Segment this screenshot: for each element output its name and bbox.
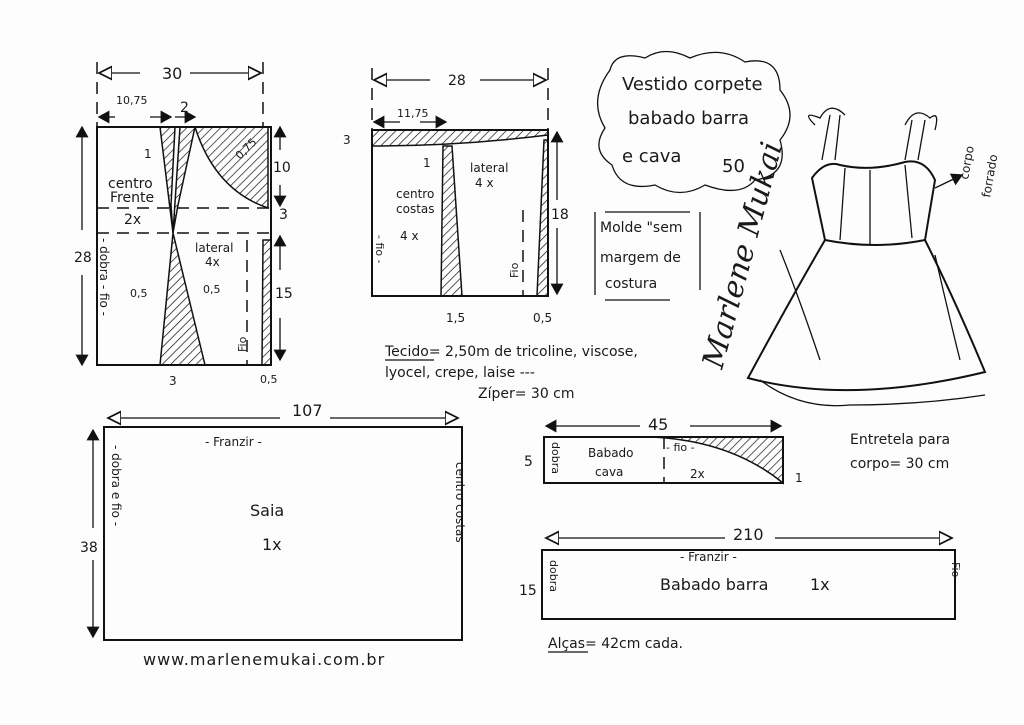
ruffle-cava-name-1: Babado (588, 446, 634, 460)
back-lateral-qty: 4 x (475, 176, 494, 190)
back-label-costas: costas (396, 202, 435, 216)
front-label-frente: Frente (110, 190, 154, 206)
front-label-centro: centro (108, 176, 153, 192)
skirt-name: Saia (250, 501, 284, 520)
straps-note: Alças= 42cm cada. (548, 636, 683, 652)
front-lower-label: 15 (275, 286, 293, 302)
skirt-fold-label: - dobra e fio - (109, 445, 123, 526)
title-cloud: Vestido corpete babado barra e cava 50 (596, 50, 791, 194)
materials-notes: Tecido= 2,50m de tricoline, viscose, lyo… (384, 344, 638, 402)
skirt-gather-label: - Franzir - (205, 435, 262, 449)
back-label-centro: centro (396, 187, 434, 201)
skirt-height-label: 38 (80, 540, 98, 556)
front-band-label: 3 (279, 207, 288, 223)
no-seam-allowance-note: Molde "sem margem de costura (594, 211, 701, 301)
front-height-label: 28 (74, 250, 92, 266)
hem-ruffle-name: Babado barra (660, 575, 768, 594)
website-url: www.marlenemukai.com.br (143, 650, 385, 669)
interfacing-line-1: Entretela para (850, 432, 950, 448)
back-mark-1: 1 (423, 156, 431, 170)
front-upper-label: 10 (273, 160, 291, 176)
ruffle-cava-fold: dobra (549, 442, 562, 474)
armhole-ruffle-piece: 45 dobra Babado cava - fio - 2x 1 5 (524, 415, 803, 485)
front-center-width-label: 10,75 (116, 94, 148, 107)
front-width-label: 30 (162, 64, 182, 83)
ruffle-cava-mark: 1 (795, 471, 803, 485)
hem-ruffle-grain: Fio (949, 562, 962, 578)
back-fold-label: - fio - (373, 235, 386, 264)
skirt-width-label: 107 (292, 401, 323, 420)
front-grain-label: Fio (236, 336, 249, 352)
front-dart-right-label: 0,5 (203, 283, 221, 296)
ruffle-cava-name-2: cava (595, 465, 623, 479)
back-lateral-label: lateral (470, 161, 508, 175)
back-side-label: 0,5 (533, 311, 552, 325)
front-lateral-qty: 4x (205, 255, 220, 269)
back-bodice-piece: 28 11,75 3 1 lateral 4 x centro costas 4… (343, 68, 569, 325)
back-qty-label: 4 x (400, 229, 419, 243)
note-line-3: costura (605, 276, 657, 292)
title-size: 50 (722, 156, 745, 177)
back-top-label: 3 (343, 133, 351, 147)
front-qty-label: 2x (124, 212, 141, 228)
front-bodice-piece: 30 10,75 2 28 centro Frente 2x - dobra -… (74, 62, 293, 388)
note-line-2: margem de (600, 250, 681, 266)
ruffle-cava-grain: - fio - (666, 441, 695, 454)
title-line-1: Vestido corpete (622, 74, 763, 95)
interfacing-line-2: corpo= 30 cm (850, 456, 949, 472)
front-mark-1: 1 (144, 147, 152, 161)
skirt-qty: 1x (262, 535, 282, 554)
back-grain-label: Fio (508, 262, 521, 278)
fabric-line-2: lyocel, crepe, laise --- (385, 365, 535, 381)
dress-label-2: forrado (979, 153, 1000, 198)
front-side-label: 0,5 (260, 373, 278, 386)
ruffle-cava-height: 5 (524, 454, 533, 470)
fabric-line-1: Tecido= 2,50m de tricoline, viscose, (384, 344, 638, 360)
front-lateral-label: lateral (195, 241, 233, 255)
back-center-width-label: 11,75 (397, 107, 429, 120)
back-width-label: 28 (448, 73, 466, 89)
front-fold-label: - dobra - fio - (97, 238, 111, 316)
ruffle-cava-width: 45 (648, 415, 668, 434)
hem-ruffle-width: 210 (733, 525, 764, 544)
hem-ruffle-fold: dobra (547, 560, 560, 592)
title-line-3: e cava (622, 146, 681, 167)
skirt-piece: 107 - Franzir - Saia 1x - dobra e fio - … (80, 401, 467, 641)
skirt-back-label: centro costas (453, 462, 467, 543)
zipper-note: Zíper= 30 cm (478, 386, 575, 402)
back-dart-bottom-label: 1,5 (446, 311, 465, 325)
hem-ruffle-piece: 210 - Franzir - Babado barra 1x dobra Fi… (519, 525, 962, 620)
back-height-label: 18 (551, 207, 569, 223)
note-line-1: Molde "sem (600, 220, 682, 236)
front-dart-top-label: 2 (180, 100, 189, 116)
front-dart-left-label: 0,5 (130, 287, 148, 300)
ruffle-cava-qty: 2x (690, 467, 705, 481)
hem-ruffle-gather: - Franzir - (680, 550, 737, 564)
title-line-2: babado barra (628, 108, 749, 129)
dress-label-1: corpo (957, 145, 977, 181)
hem-ruffle-height: 15 (519, 583, 537, 599)
hem-ruffle-qty: 1x (810, 575, 830, 594)
front-bottom-dart-label: 3 (169, 374, 177, 388)
